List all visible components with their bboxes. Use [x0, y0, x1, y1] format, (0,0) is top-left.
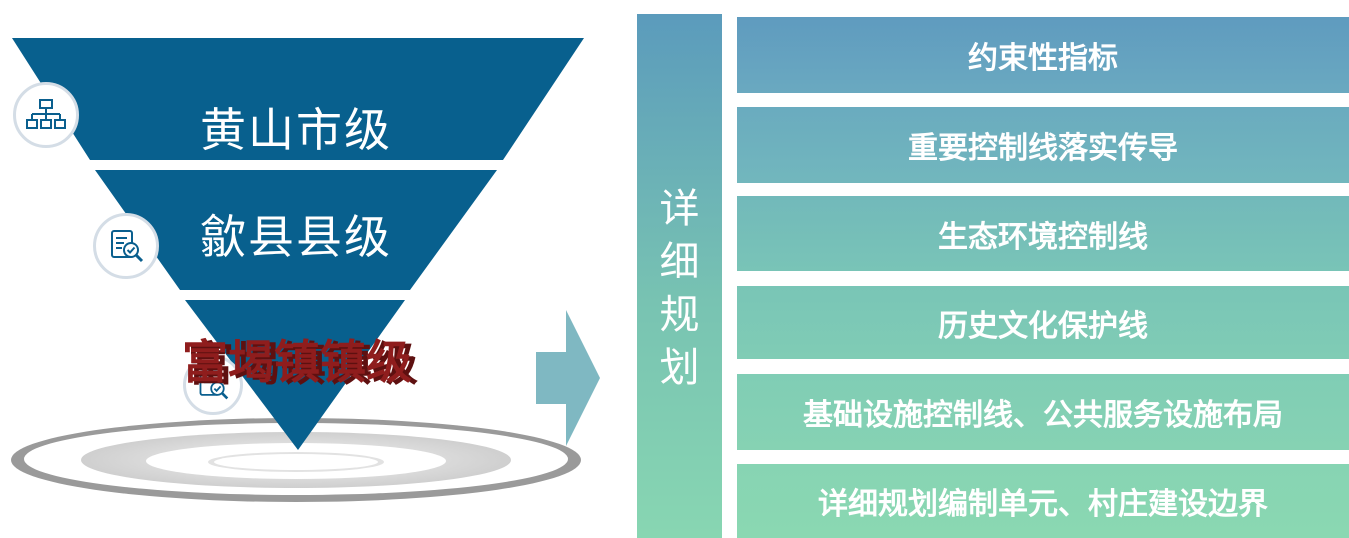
title-char: 划 — [659, 345, 700, 391]
tier-label-town-shadow: 富堨镇镇级 — [188, 337, 418, 391]
item-ecological-control-line: 生态环境控制线 — [737, 196, 1349, 271]
document-search-icon — [183, 355, 243, 415]
funnel-base-rings — [11, 418, 581, 502]
document-search-icon — [93, 213, 159, 279]
funnel-diagram — [11, 38, 584, 502]
org-chart-icon — [13, 82, 79, 148]
funnel-tier-town — [185, 300, 405, 450]
tier-label-town: 富堨镇镇级 — [182, 335, 412, 389]
item-binding-indicators: 约束性指标 — [737, 17, 1349, 93]
detail-plan-title-panel: 详 细 规 划 — [637, 14, 722, 538]
tier-label-city: 黄山市级 — [200, 103, 392, 157]
title-char: 详 — [659, 186, 700, 232]
item-heritage-protection-line: 历史文化保护线 — [737, 286, 1349, 359]
title-char: 细 — [659, 239, 700, 285]
funnel-tier-city — [12, 38, 584, 160]
item-planning-units-village-boundary: 详细规划编制单元、村庄建设边界 — [737, 464, 1349, 538]
item-infrastructure-public-services: 基础设施控制线、公共服务设施布局 — [737, 374, 1349, 450]
tier-label-county: 歙县县级 — [200, 210, 392, 264]
funnel-tier-county — [95, 170, 497, 290]
title-char: 规 — [659, 292, 700, 338]
item-control-lines-transmission: 重要控制线落实传导 — [737, 107, 1349, 183]
right-arrow-icon — [536, 310, 600, 446]
